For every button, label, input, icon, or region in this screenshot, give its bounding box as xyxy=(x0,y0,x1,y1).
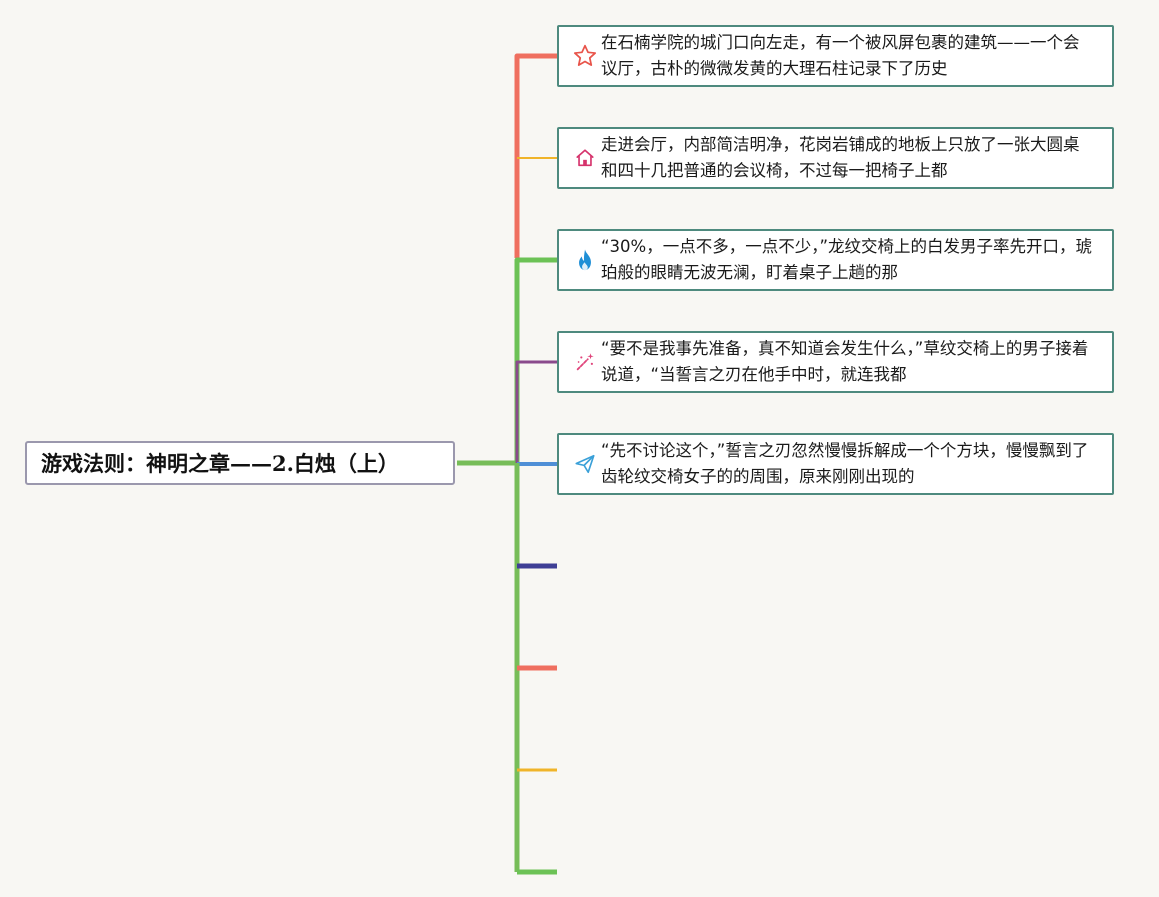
branch-line-4 xyxy=(515,360,557,463)
paper-plane-icon xyxy=(571,450,599,478)
magic-wand-icon xyxy=(571,348,599,376)
home-icon xyxy=(571,144,599,172)
root-topic-label: 游戏法则：神明之章——2.白烛（上） xyxy=(41,451,399,476)
topic-text: “30%，一点不多，一点不少，”龙纹交椅上的白发男子率先开口，琥珀般的眼睛无波无… xyxy=(601,237,1093,282)
topic-node[interactable]: 在石楠学院的城门口向左走，有一个被风屏包裹的建筑——一个会议厅，古朴的微微发黄的… xyxy=(557,25,1114,87)
fire-icon xyxy=(571,246,599,274)
topic-text: 在石楠学院的城门口向左走，有一个被风屏包裹的建筑——一个会议厅，古朴的微微发黄的… xyxy=(601,33,1080,78)
star-icon xyxy=(571,42,599,70)
topic-text: “先不讨论这个，”誓言之刃忽然慢慢拆解成一个个方块，慢慢飘到了齿轮纹交椅女子的的… xyxy=(601,441,1089,486)
topic-node[interactable]: “30%，一点不多，一点不少，”龙纹交椅上的白发男子率先开口，琥珀般的眼睛无波无… xyxy=(557,229,1114,291)
topic-node[interactable]: “要不是我事先准备，真不知道会发生什么，”草纹交椅上的男子接着说道，“当誓言之刃… xyxy=(557,331,1114,393)
root-topic[interactable]: 游戏法则：神明之章——2.白烛（上） xyxy=(25,441,455,485)
topic-text: 走进会厅，内部简洁明净，花岗岩铺成的地板上只放了一张大圆桌和四十几把普通的会议椅… xyxy=(601,135,1080,180)
branch-line-1 xyxy=(514,53,557,258)
topic-node[interactable]: 走进会厅，内部简洁明净，花岗岩铺成的地板上只放了一张大圆桌和四十几把普通的会议椅… xyxy=(557,127,1114,189)
topic-node[interactable]: “先不讨论这个，”誓言之刃忽然慢慢拆解成一个个方块，慢慢飘到了齿轮纹交椅女子的的… xyxy=(557,433,1114,495)
topic-text: “要不是我事先准备，真不知道会发生什么，”草纹交椅上的男子接着说道，“当誓言之刃… xyxy=(601,339,1089,384)
